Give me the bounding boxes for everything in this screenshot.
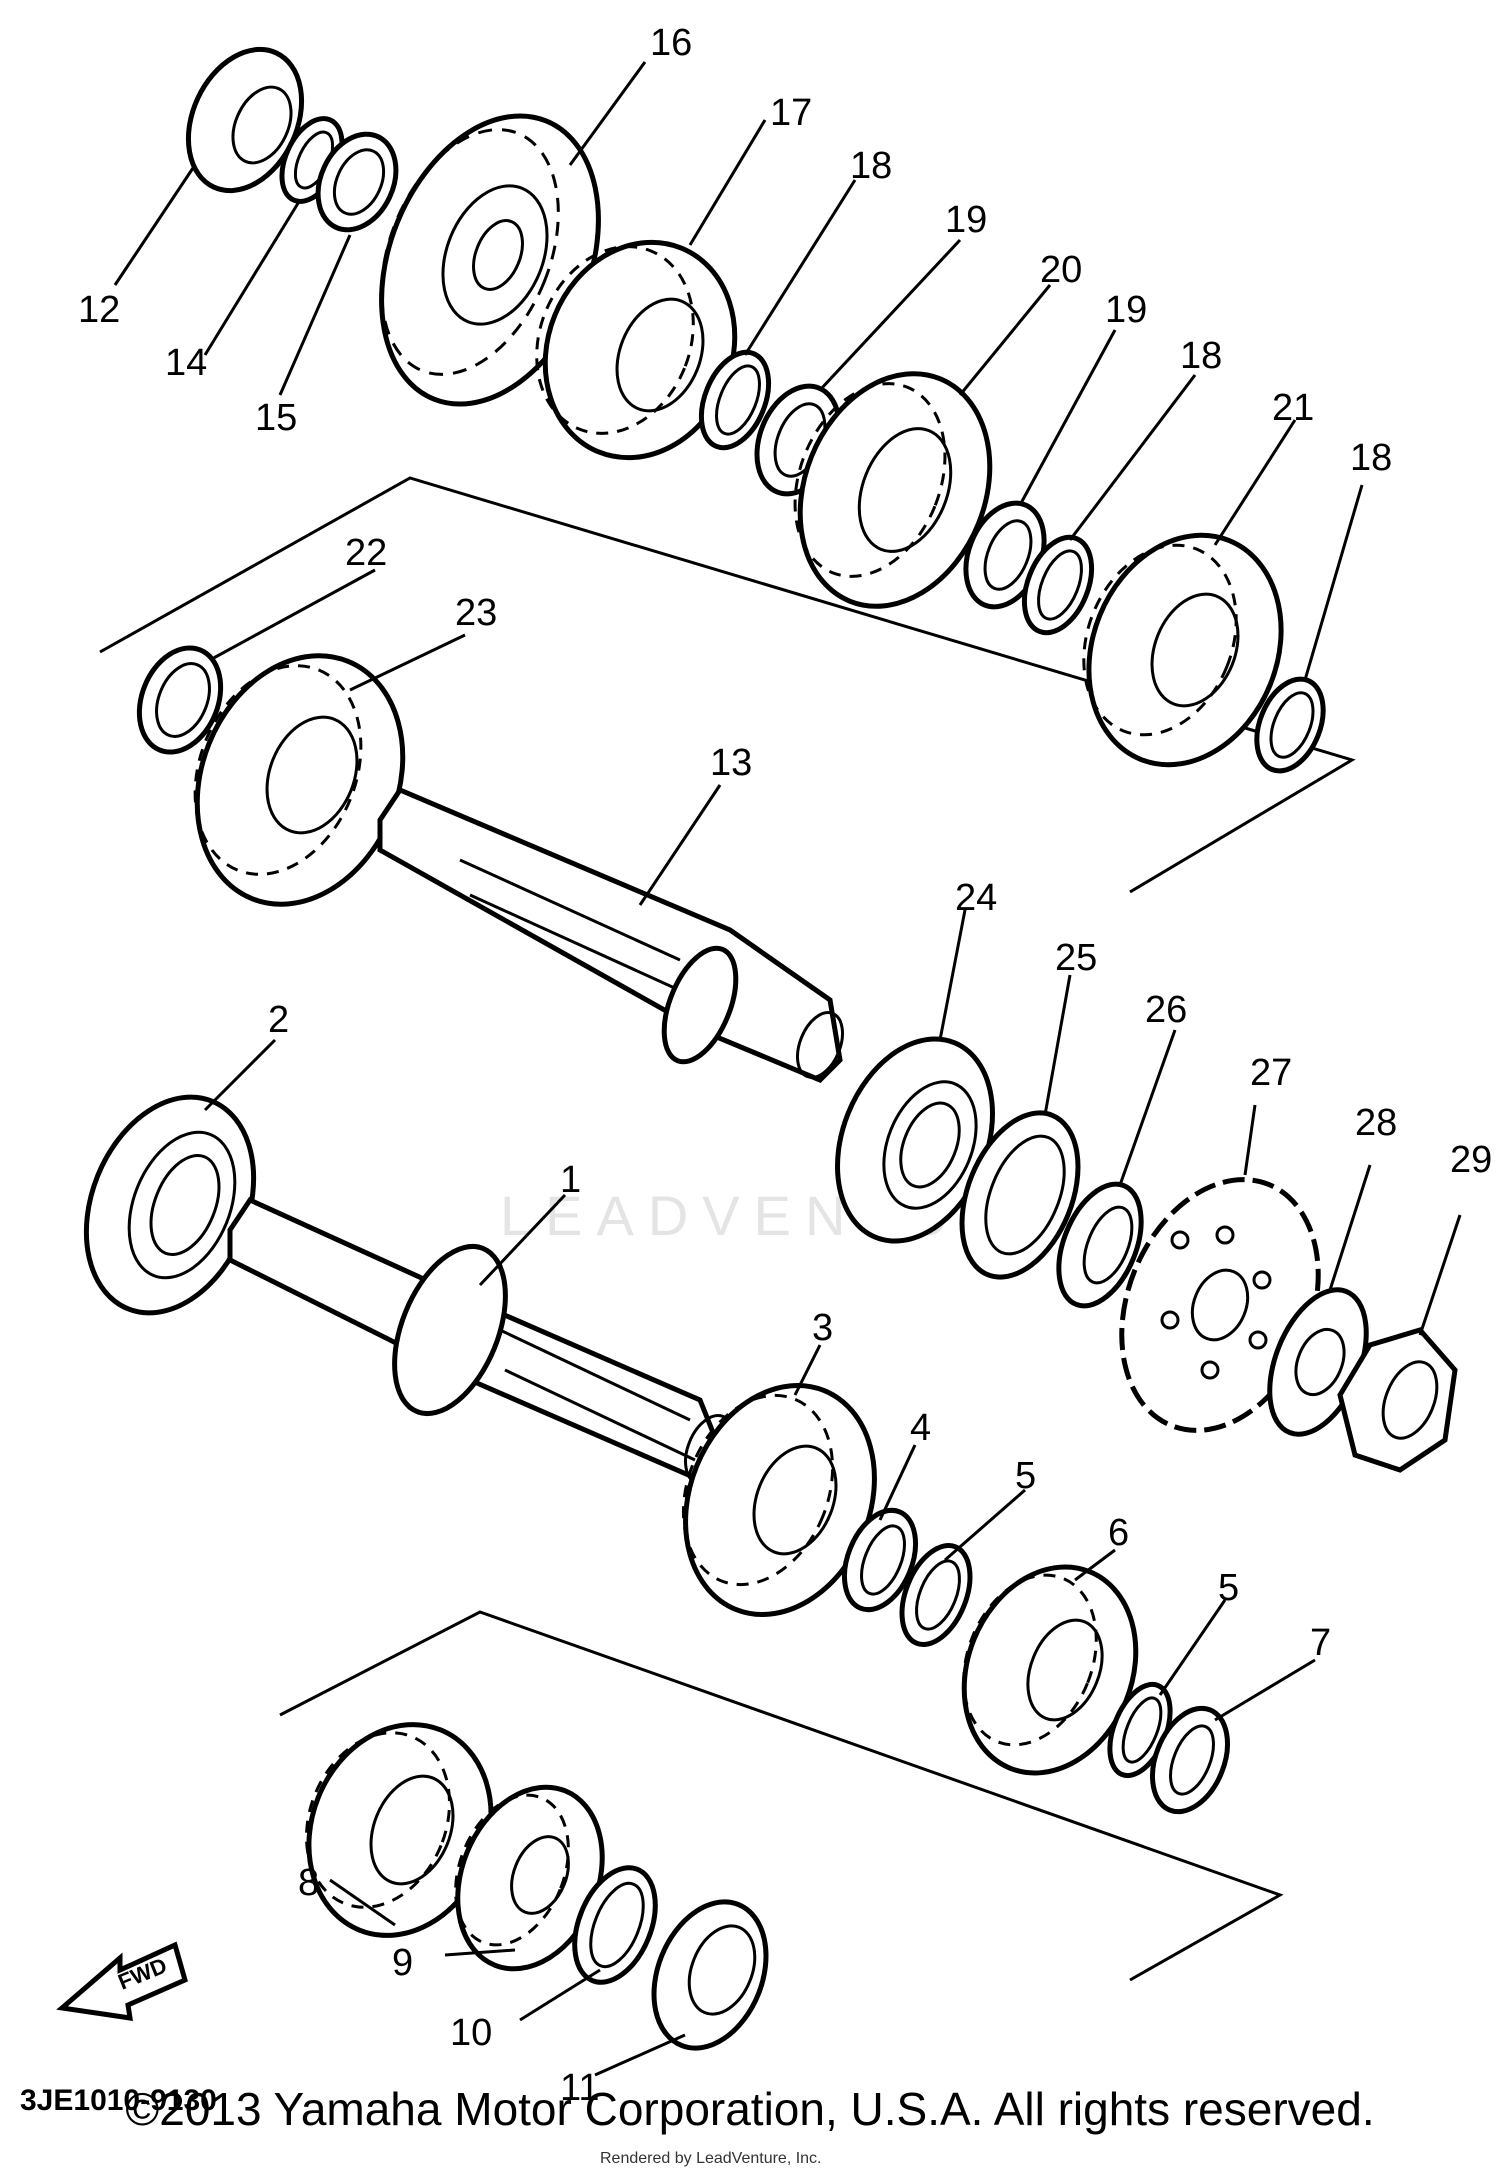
callout-16: 16 (650, 22, 692, 64)
callout-29: 29 (1450, 1139, 1492, 1181)
part-29-nut (1337, 1327, 1458, 1473)
callout-18b: 18 (1180, 335, 1222, 377)
fwd-arrow-icon: FWD (56, 1941, 189, 2021)
callout-26: 26 (1145, 989, 1187, 1031)
callout-13: 13 (710, 742, 752, 784)
callout-6: 6 (1108, 1512, 1129, 1554)
part-21-gear (1082, 532, 1284, 768)
part-1-drive-axle (227, 1196, 736, 1486)
part-18-circlip-b (1021, 534, 1095, 636)
copyright-notice: ©2013 Yamaha Motor Corporation, U.S.A. A… (125, 2083, 1375, 2135)
part-27-sprocket (1119, 1177, 1321, 1433)
callout-27: 27 (1250, 1052, 1292, 1094)
callout-14: 14 (165, 342, 207, 384)
callout-8: 8 (298, 1862, 319, 1904)
callout-1: 1 (560, 1159, 581, 1201)
callout-18: 18 (850, 145, 892, 187)
leader-lines (113, 61, 1462, 2077)
part-4-washer (842, 1507, 918, 1613)
callout-20: 20 (1040, 249, 1082, 291)
part-16-gear (379, 113, 601, 407)
callout-19b: 19 (1105, 289, 1147, 331)
callout-15: 15 (255, 397, 297, 439)
callout-3: 3 (812, 1307, 833, 1349)
part-7-washer (1150, 1705, 1230, 1815)
part-13-main-axle (377, 786, 844, 1083)
part-25-oil-seal (959, 1110, 1081, 1280)
callout-5: 5 (1015, 1455, 1036, 1497)
callout-18c: 18 (1350, 437, 1392, 479)
callout-7: 7 (1310, 1622, 1331, 1664)
callout-24: 24 (955, 877, 997, 919)
part-26-collar (1056, 1181, 1144, 1309)
callout-2: 2 (268, 999, 289, 1041)
part-11-bearing (651, 1899, 769, 2051)
part-10-washer (572, 1865, 658, 1985)
callout-23: 23 (455, 592, 497, 634)
part-22-washer (136, 645, 224, 755)
part-18-circlip-c (1254, 676, 1326, 774)
callout-25: 25 (1055, 937, 1097, 979)
part-17-gear (535, 239, 738, 461)
callout-4: 4 (910, 1407, 931, 1449)
callout-19: 19 (945, 199, 987, 241)
drawing-code: 3JE1010-9130 (20, 2084, 217, 2117)
callout-11: 11 (560, 2067, 599, 2109)
callout-22: 22 (345, 532, 387, 574)
part-15-washer (315, 131, 399, 233)
callout-12: 12 (78, 289, 120, 331)
callout-17: 17 (770, 92, 812, 134)
callout-21: 21 (1272, 387, 1314, 429)
callout-10: 10 (450, 2012, 492, 2054)
callout-28: 28 (1355, 1102, 1397, 1144)
part-18-circlip-a (698, 349, 772, 451)
rendered-by-note: Rendered by LeadVenture, Inc. (600, 2150, 822, 2167)
upper-group-outline (99, 476, 1356, 894)
callout-5b: 5 (1218, 1567, 1239, 1609)
callout-numbers: 16 17 18 19 20 19 18 21 18 12 14 15 22 2… (78, 22, 1492, 2109)
lower-group-outline (279, 1610, 1284, 1982)
part-5-circlip-a (899, 1542, 973, 1648)
callout-9: 9 (392, 1942, 413, 1984)
